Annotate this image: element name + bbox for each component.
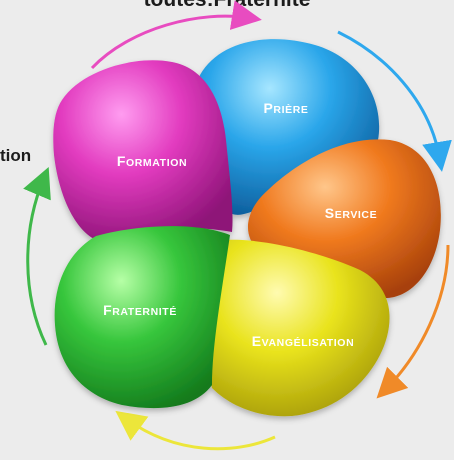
label-service: SERVICE <box>325 205 377 221</box>
arrow-right-top <box>337 30 452 172</box>
arrow-left <box>23 166 51 346</box>
label-fraternite: FRATERNITÉ <box>103 302 177 318</box>
petal-formation <box>53 60 233 240</box>
label-formation: FORMATION <box>117 153 187 169</box>
header-text: toutes:Fraternité <box>144 0 311 11</box>
petal-fraternite <box>54 226 230 409</box>
arrow-top <box>90 0 262 70</box>
arrow-bottom <box>115 410 276 451</box>
label-evangelisation: EVANGÉLISATION <box>252 333 355 349</box>
label-priere: PRIÈRE <box>263 100 308 116</box>
petal-evangelisation <box>207 239 390 417</box>
side-label: tion <box>0 146 31 165</box>
arrow-right-bottom <box>376 244 450 399</box>
